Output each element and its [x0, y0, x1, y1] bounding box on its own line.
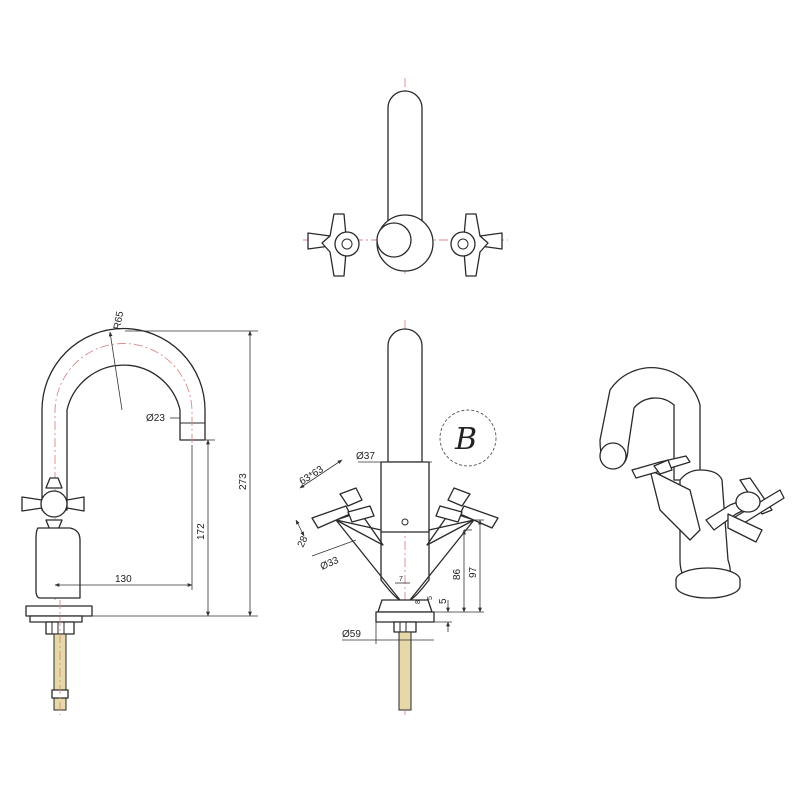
side-dimensions: R65 Ø23 273 172 130 [54, 310, 258, 617]
brand-logo: B [439, 409, 497, 467]
front-left-handle [311, 487, 375, 529]
front-right-handle [435, 487, 499, 529]
top-view [303, 78, 508, 277]
dim-height-body: 97 [468, 566, 479, 578]
logo-letter: B [454, 422, 477, 457]
dim-height-spout: 172 [196, 523, 207, 540]
dim-radius: R65 [112, 310, 126, 330]
dim-height-handle: 86 [452, 568, 463, 580]
dim-base-height: 5 [438, 598, 449, 604]
dim-reach: 130 [115, 574, 132, 585]
dim-small-b: 5 [427, 596, 434, 600]
dim-height-total: 273 [238, 473, 249, 490]
dim-body-diameter: Ø37 [356, 451, 375, 462]
perspective-view [599, 367, 785, 599]
top-left-handle [307, 213, 360, 277]
side-view: R65 Ø23 273 172 130 [21, 310, 258, 715]
dim-small-a: 8 [415, 600, 422, 604]
dim-spout-diameter: Ø23 [146, 413, 165, 424]
dim-handle-size: 63*63 [298, 464, 326, 488]
side-handle [21, 477, 85, 531]
dim-base-diameter: Ø59 [342, 629, 361, 640]
dim-handle-depth: 28 [296, 534, 311, 549]
top-right-handle [450, 213, 503, 277]
dim-handle-diameter: Ø33 [319, 555, 341, 573]
front-view: Ø37 63*63 28 Ø33 86 97 7 8 5 [295, 320, 499, 715]
dim-offset: 7 [399, 576, 403, 583]
